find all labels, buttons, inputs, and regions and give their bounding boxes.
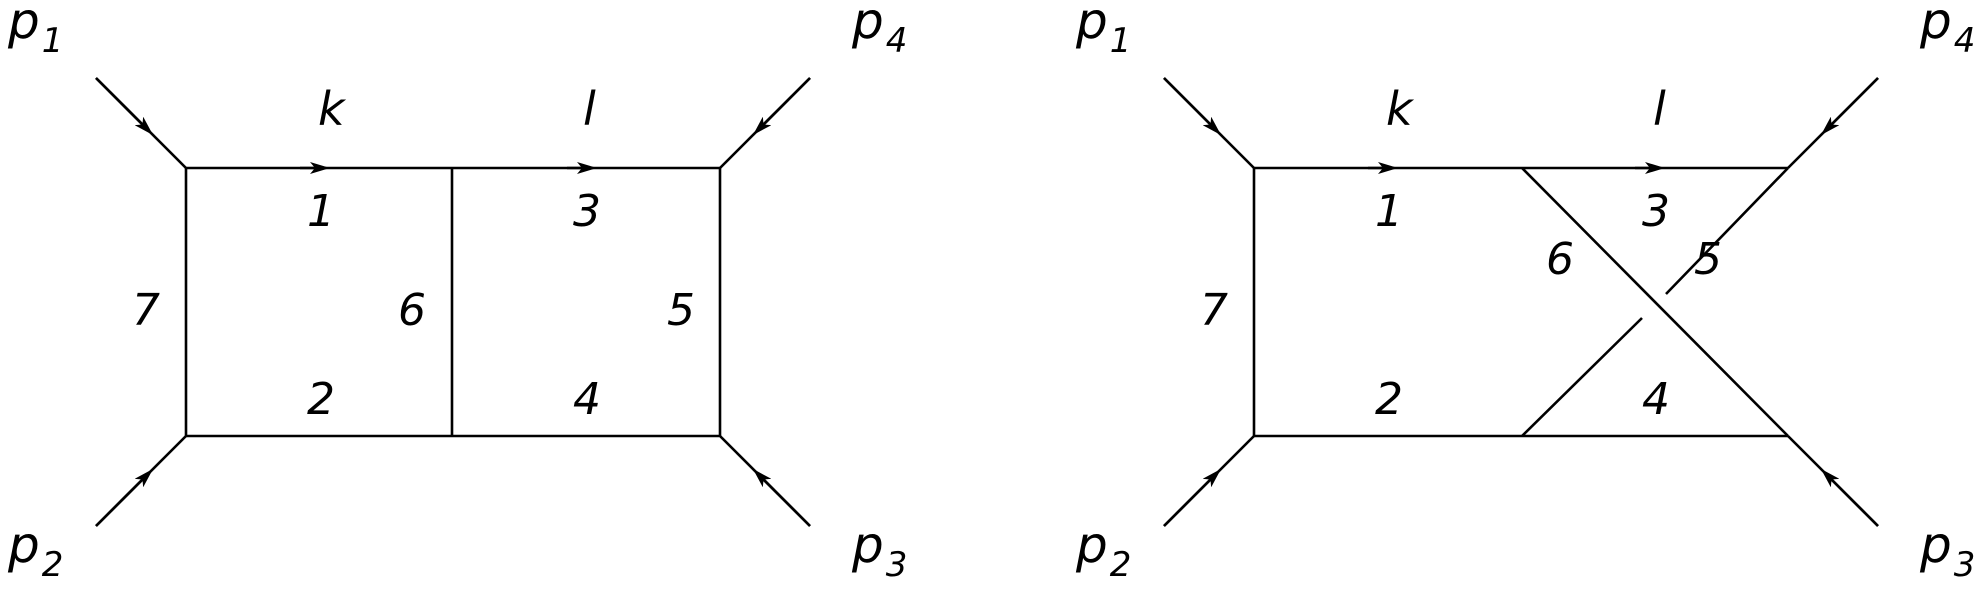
momentum-label-p1: p1 xyxy=(7,0,63,61)
propagator-label-4: 4 xyxy=(1642,374,1670,425)
loop-momentum-label-k: k xyxy=(318,82,347,136)
loop-momentum-label-k: k xyxy=(1386,82,1415,136)
propagator-label-3: 3 xyxy=(573,186,601,237)
loop-momentum-label-l: l xyxy=(583,82,596,136)
external-leg-p4-arrow xyxy=(1820,77,1879,136)
momentum-label-p4: p4 xyxy=(1919,0,1975,61)
momentum-label-p3: p3 xyxy=(851,516,907,585)
momentum-label-p2: p2 xyxy=(7,516,63,585)
propagator-label-6: 6 xyxy=(398,285,426,336)
momentum-label-p2: p2 xyxy=(1075,516,1131,585)
external-leg-p1-arrow xyxy=(1163,77,1222,136)
external-leg-p3-arrow xyxy=(752,468,811,527)
external-leg-p3-arrow xyxy=(1820,468,1879,527)
propagator-label-1: 1 xyxy=(307,186,335,237)
propagator-line-5-upper xyxy=(1665,167,1789,295)
loop-momentum-label-l: l xyxy=(1653,82,1666,136)
propagator-label-5: 5 xyxy=(667,285,695,336)
momentum-label-p3: p3 xyxy=(1919,516,1975,585)
external-leg-p2-arrow xyxy=(95,468,154,527)
external-leg-p2-arrow xyxy=(1163,468,1222,527)
momentum-label-p1: p1 xyxy=(1075,0,1131,61)
external-leg-p1-arrow xyxy=(95,77,154,136)
external-leg-p4-arrow xyxy=(752,77,811,136)
propagator-label-3: 3 xyxy=(1642,186,1670,237)
propagator-label-1: 1 xyxy=(1375,186,1403,237)
propagator-label-6: 6 xyxy=(1546,234,1574,285)
propagator-label-2: 2 xyxy=(1375,374,1403,425)
propagator-label-5: 5 xyxy=(1694,234,1722,285)
propagator-label-2: 2 xyxy=(307,374,335,425)
momentum-label-p4: p4 xyxy=(851,0,907,61)
propagator-label-7: 7 xyxy=(1200,285,1228,336)
propagator-label-7: 7 xyxy=(132,285,160,336)
propagator-label-4: 4 xyxy=(573,374,601,425)
propagator-line-5-lower xyxy=(1521,317,1643,437)
propagator-line-6 xyxy=(1521,167,1789,437)
planar-double-box-diagram: p1 p2 p3 p4 k l 1 2 3 4 5 6 7 xyxy=(7,0,907,585)
nonplanar-double-box-diagram: p1 p2 p3 p4 k l 1 2 3 4 5 6 7 xyxy=(1075,0,1975,585)
